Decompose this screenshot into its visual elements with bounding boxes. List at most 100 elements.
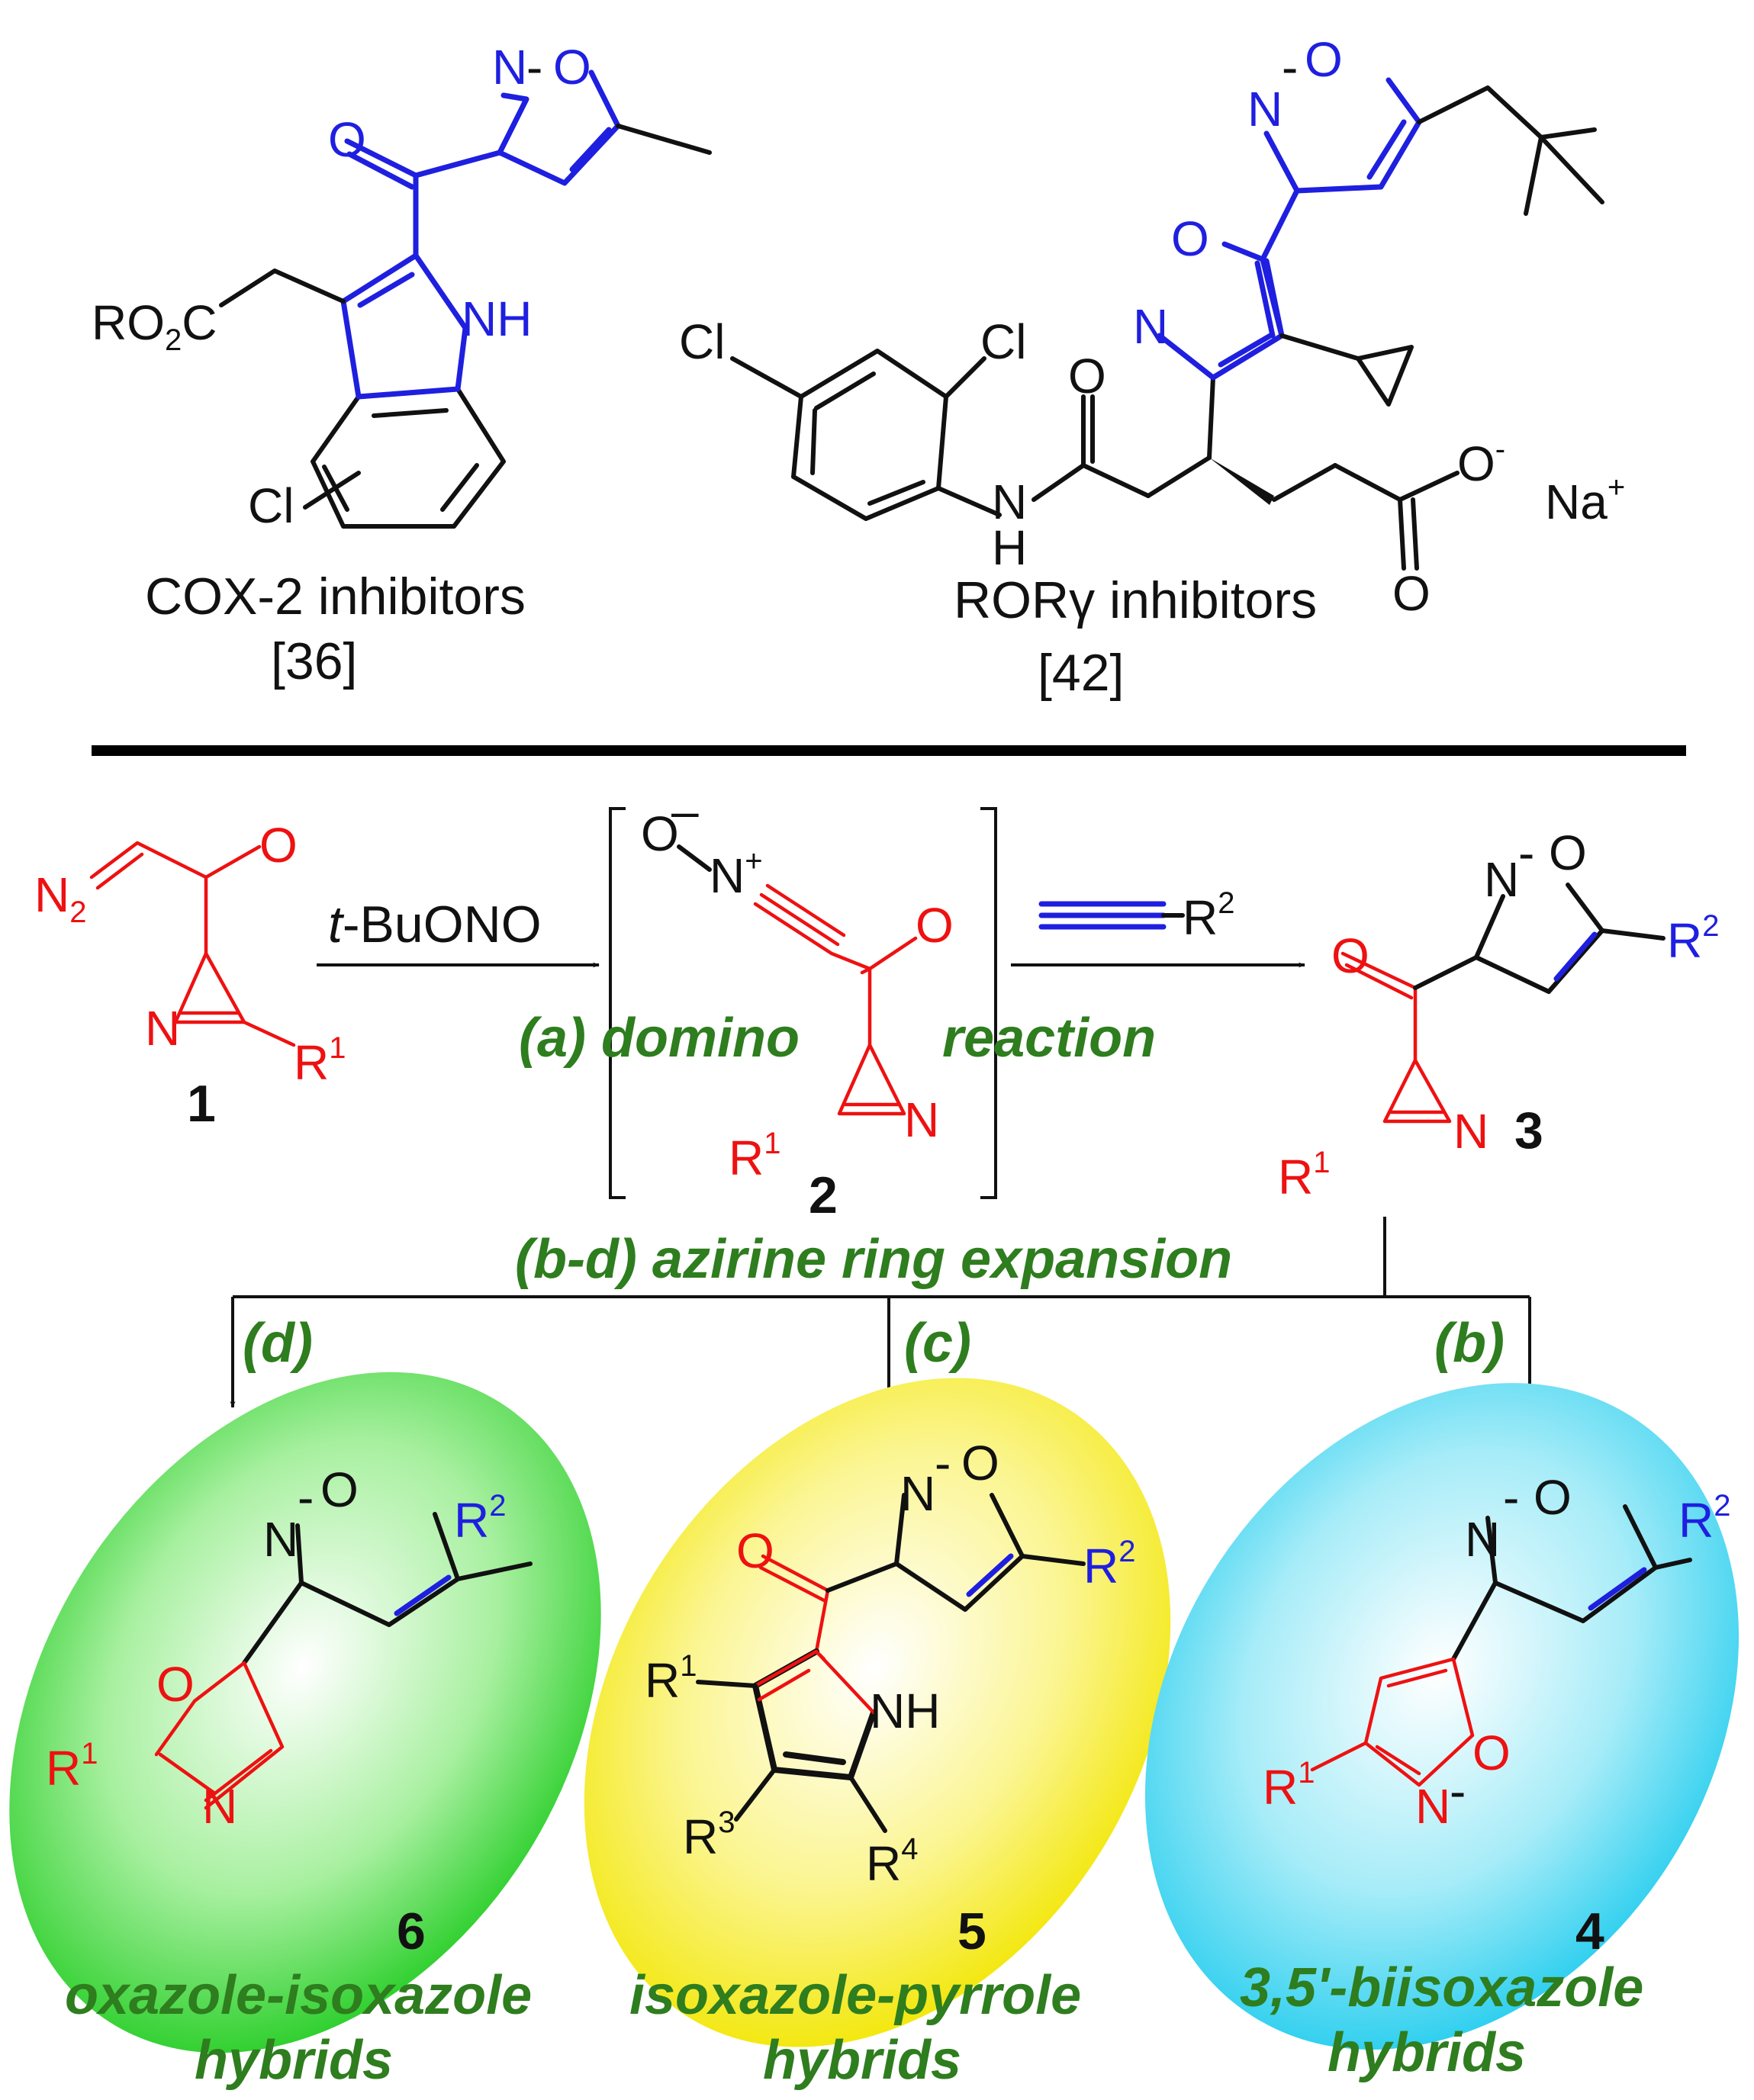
ror-lower-n: N	[1133, 299, 1168, 354]
p4-caption-2: hybrids	[1328, 2022, 1526, 2083]
ror-label: RORγ inhibitors	[954, 571, 1317, 629]
cmpd1-o: O	[259, 818, 298, 873]
p4-dash: -	[1503, 1470, 1519, 1525]
p6-dash: -	[298, 1470, 314, 1525]
ror-ref: [42]	[1038, 644, 1124, 702]
p6-r2: R2	[454, 1489, 506, 1548]
p4-n: N	[1465, 1512, 1500, 1567]
p5-dash: -	[935, 1436, 951, 1491]
ror-amide-o: O	[1068, 349, 1106, 404]
p6-caption-2: hybrids	[195, 2030, 393, 2091]
cmpd3-n: N	[1484, 852, 1519, 907]
step-bd-label: (b-d) azirine ring expansion	[515, 1229, 1232, 1290]
step-b-label: (b)	[1434, 1313, 1505, 1374]
compound-1-structure	[89, 841, 296, 1047]
p5-o: O	[961, 1436, 999, 1491]
step-a-label-left: (a) domino	[519, 1008, 800, 1069]
ror-cl-1: Cl	[679, 314, 725, 369]
bracket-right	[980, 807, 997, 1199]
cmpd3-dash: -	[1518, 825, 1534, 880]
reagent-tbuono: t-BuONO	[328, 896, 542, 954]
p6-o: O	[320, 1462, 359, 1517]
ellipse-yellow	[584, 1378, 1171, 2047]
step-c-label: (c)	[904, 1313, 971, 1374]
alkyne-r2: R2	[1183, 886, 1234, 945]
p5-caption-2: hybrids	[763, 2030, 961, 2091]
cmpd3-number: 3	[1514, 1101, 1543, 1159]
p5-r4: R4	[866, 1832, 918, 1891]
ror-upper-dash: -	[1282, 40, 1298, 95]
cox-isoxazole-o: O	[553, 40, 591, 95]
ror-cl-2: Cl	[980, 314, 1026, 369]
product-4-structure	[1310, 1504, 1692, 1787]
cox-isoxazole-n: N	[492, 40, 527, 95]
cmpd3-azirine-n: N	[1453, 1104, 1488, 1159]
p4-caption-1: 3,5'-biisoxazole	[1240, 1957, 1643, 2018]
p4-r1: R1	[1263, 1756, 1315, 1815]
p4-o: O	[1534, 1470, 1572, 1525]
cox-ro2c: RO2C	[92, 295, 217, 357]
p4-isoxazole-dash: -	[1450, 1764, 1466, 1819]
cmpd1-r1: R1	[294, 1031, 346, 1090]
cox-ref: [36]	[271, 632, 357, 690]
ror-upper-n: N	[1247, 82, 1283, 137]
cmpd3-r2: R2	[1667, 909, 1719, 968]
section-divider	[92, 745, 1686, 756]
p6-number: 6	[397, 1902, 426, 1960]
cmpd2-r1: R1	[729, 1127, 780, 1185]
p5-r1: R1	[645, 1649, 697, 1708]
p5-n: N	[900, 1466, 935, 1521]
compound-3-structure	[1340, 883, 1665, 1124]
p5-carbonyl-o: O	[736, 1523, 774, 1578]
cox-label: COX-2 inhibitors	[145, 568, 526, 625]
p4-r2: R2	[1678, 1489, 1730, 1548]
cox2-inhibitor-structure	[219, 69, 712, 529]
p5-caption-1: isoxazole-pyrrole	[629, 1965, 1081, 2026]
p4-number: 4	[1575, 1902, 1604, 1960]
p5-nh: NH	[870, 1684, 940, 1738]
compound-2-structure	[753, 883, 918, 1116]
alkyne-reagent	[1038, 901, 1185, 930]
ror-sodium: Na+	[1545, 471, 1625, 529]
cmpd1-n2: N2	[34, 867, 86, 929]
ror-amide-h: H	[992, 520, 1027, 575]
ror-inhibitor-structure	[730, 77, 1604, 571]
p5-number: 5	[957, 1902, 986, 1960]
cmpd2-azirine-n: N	[904, 1092, 939, 1147]
step-a-label-right: reaction	[942, 1008, 1156, 1069]
p4-isoxazole-n: N	[1415, 1779, 1450, 1834]
p6-oxazole-o: O	[156, 1657, 195, 1712]
cmpd3-carbonyl-o: O	[1331, 928, 1369, 983]
ror-upper-o: O	[1305, 32, 1343, 87]
cox-nh: NH	[462, 291, 532, 346]
cox-carbonyl-o: O	[328, 112, 366, 167]
cmpd2-number: 2	[809, 1166, 838, 1224]
ror-carboxylate-o: O-	[1457, 433, 1505, 491]
p6-oxazole-n: N	[202, 1779, 237, 1834]
ror-amide-n: N	[992, 474, 1027, 529]
cmpd3-r1: R1	[1278, 1146, 1330, 1204]
p5-r3: R3	[683, 1806, 735, 1864]
ror-carbonyl-o: O	[1392, 566, 1431, 621]
cmpd3-o: O	[1549, 825, 1587, 880]
p6-r1: R1	[46, 1737, 98, 1796]
cox-isoxazole-dash: -	[526, 40, 542, 95]
cmpd1-n: N	[145, 1001, 180, 1056]
p4-isoxazole-o: O	[1472, 1725, 1511, 1780]
cmpd2-carbonyl-o: O	[916, 898, 954, 953]
product-6-structure	[154, 1512, 533, 1810]
ellipse-cyan	[1144, 1383, 1740, 2050]
product-5-structure	[696, 1493, 1086, 1833]
cmpd1-number: 1	[187, 1075, 216, 1133]
ellipse-green	[9, 1372, 601, 2053]
ror-lower-o: O	[1171, 211, 1209, 266]
cmpd2-o: O	[641, 806, 679, 861]
p5-r2: R2	[1083, 1535, 1135, 1593]
p6-n: N	[263, 1512, 298, 1567]
step-d-label: (d)	[243, 1313, 313, 1374]
bracket-left	[609, 807, 626, 1199]
cox-cl: Cl	[248, 478, 294, 533]
p6-caption-1: oxazole-isoxazole	[65, 1965, 532, 2026]
cmpd2-n: N+	[710, 844, 763, 903]
